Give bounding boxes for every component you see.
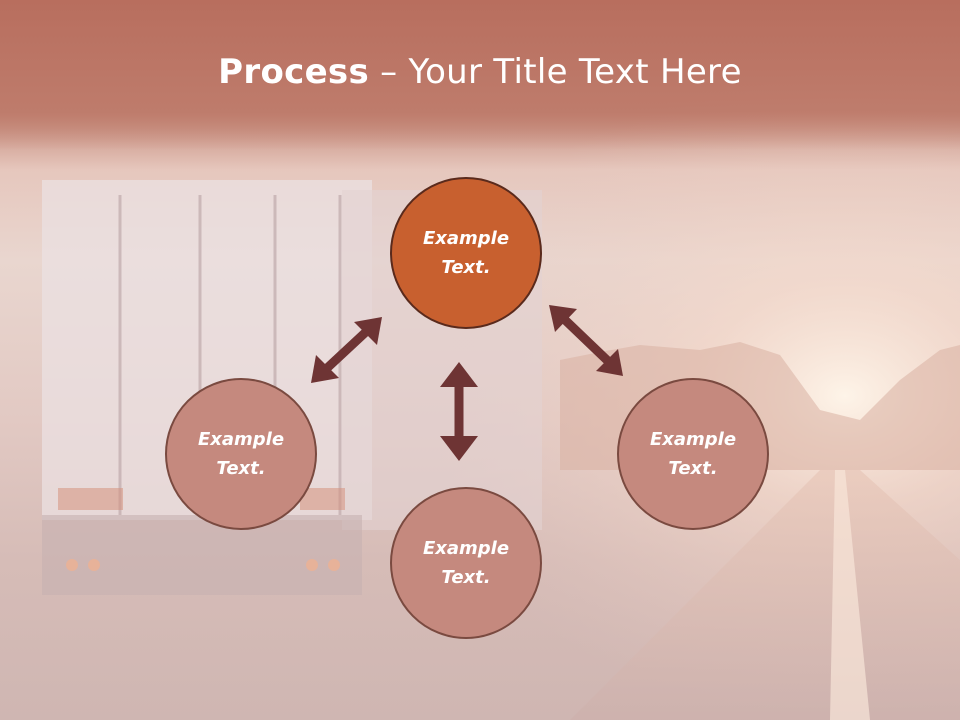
arrow-top-right bbox=[549, 305, 623, 376]
arrow-top-left bbox=[311, 317, 382, 383]
arrow-center-vertical bbox=[440, 362, 478, 461]
title-rest: – Your Title Text Here bbox=[369, 52, 742, 92]
title-bold: Process bbox=[218, 52, 370, 92]
page-title: Process – Your Title Text Here bbox=[0, 52, 960, 92]
